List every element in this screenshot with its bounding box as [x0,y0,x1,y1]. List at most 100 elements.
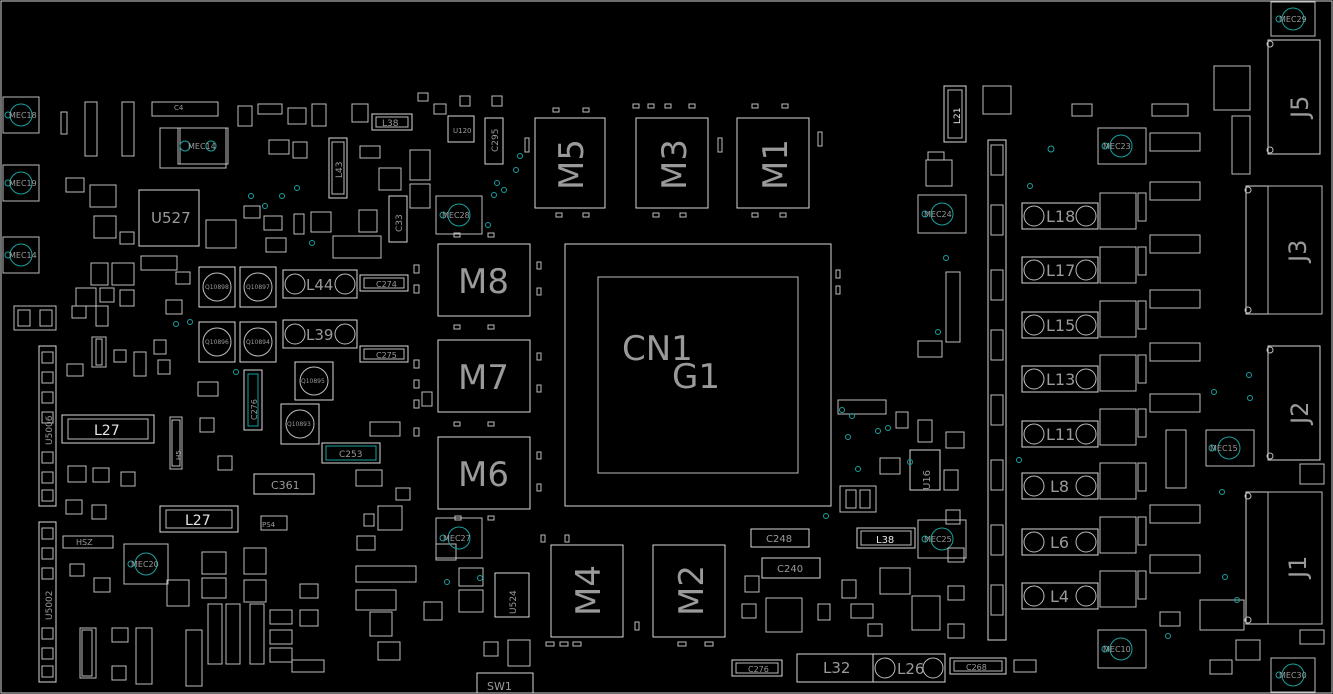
memory-chip-m3[interactable]: M3 [635,117,709,209]
svg-text:C248: C248 [766,534,792,545]
mec-hole-left-3: MEC14 [2,236,40,274]
cap-c276-bottom[interactable]: C276 [731,659,783,677]
memory-chip-m4[interactable]: M4 [550,544,624,638]
memory-chip-m2[interactable]: M2 [652,544,726,638]
svg-text:Q10896: Q10896 [205,339,229,346]
inductor-l43[interactable]: L43 [328,137,348,199]
svg-text:L13: L13 [1046,370,1075,389]
svg-text:C276: C276 [250,399,259,420]
svg-text:M2: M2 [672,565,712,616]
cap-c295[interactable]: C295 [484,117,504,165]
inductor-l11[interactable]: L11 [1021,420,1099,448]
inductor-l15[interactable]: L15 [1021,311,1099,339]
cap-c276-left[interactable]: C276 [243,369,263,431]
inductor-l6[interactable]: L6 [1021,528,1099,556]
svg-text:MEC30: MEC30 [1279,671,1307,680]
svg-text:L32: L32 [823,659,850,677]
label-ps4: PS4 [262,521,276,529]
inductor-l17[interactable]: L17 [1021,256,1099,284]
svg-text:C274: C274 [376,280,397,289]
inductor-pad-q10896: Q10896 [198,321,236,363]
svg-text:L27: L27 [185,513,211,529]
svg-text:L8: L8 [1050,477,1069,496]
connector-j2[interactable]: J2 [1266,345,1321,461]
inductor-l44[interactable]: L44 [282,269,358,299]
svg-text:C361: C361 [271,479,300,492]
inductor-l38-top[interactable]: L38 [371,113,413,131]
svg-text:U5006: U5006 [45,415,55,445]
memory-chip-m7[interactable]: M7 [437,339,531,413]
svg-text:C240: C240 [777,564,803,575]
mec-hole-23: MEC23 [1097,127,1147,165]
left-connector-u5006[interactable]: U5006 [38,345,57,507]
memory-chip-m1[interactable]: M1 [736,117,810,209]
inductor-l39[interactable]: L39 [282,319,358,349]
inductor-pad-q10897: Q10897 [239,266,277,308]
svg-text:U524: U524 [509,590,519,614]
mec-hole-left-2: MEC19 [2,164,40,202]
left-connector-u5002[interactable]: U5002 [38,521,57,683]
memory-chip-m6[interactable]: M6 [437,436,531,510]
cap-c253[interactable]: C253 [321,442,381,464]
chip-u524[interactable]: U524 [494,572,530,618]
svg-text:J5: J5 [1286,96,1314,120]
connector-j5[interactable]: J5 [1266,39,1321,155]
inductor-l13[interactable]: L13 [1021,365,1099,393]
memory-chip-m5[interactable]: M5 [534,117,606,209]
inductor-pad-q10895: Q10895 [294,361,334,401]
svg-text:C275: C275 [376,351,397,360]
inductor-l21[interactable]: L21 [943,85,967,143]
svg-text:L4: L4 [1050,587,1069,606]
svg-text:MEC23: MEC23 [1103,142,1131,151]
inductor-l38-bottom[interactable]: L38 [856,527,916,549]
mec-hole-28: MEC28 [435,195,483,235]
inductor-l4[interactable]: L4 [1021,582,1099,610]
mec-hole-left-1: MEC18 [2,96,40,134]
chip-u527[interactable]: U527 [138,189,200,247]
svg-text:MEC14: MEC14 [9,251,37,260]
inductor-l26[interactable]: L26 [872,653,946,683]
mec-hole-15: MEC15 [1205,429,1255,467]
main-chip-label: CN1 [622,329,693,369]
switch-sw1[interactable]: SW1 [476,672,534,694]
inductor-pad-q10893: Q10893 [280,403,320,445]
main-chip[interactable]: CN1 G1 [564,243,832,507]
svg-text:Q10893: Q10893 [287,421,311,428]
svg-text:M5: M5 [552,139,592,190]
memory-chip-m8[interactable]: M8 [437,243,531,317]
connector-j3[interactable]: J3 [1244,185,1323,315]
inductor-pad-q10894: Q10894 [239,321,277,363]
inductor-l32[interactable]: L32 [796,653,874,683]
label-h5: H5 [175,450,183,460]
svg-text:MEC10: MEC10 [1103,645,1131,654]
svg-text:Q10895: Q10895 [301,378,325,385]
cap-c33[interactable]: C33 [388,195,408,243]
cap-c361[interactable]: C361 [253,473,315,495]
mec-hole-25: MEC25 [917,519,967,559]
chip-u16[interactable]: U16 [909,449,941,491]
svg-text:J1: J1 [1284,556,1312,580]
cap-c275[interactable]: C275 [359,345,409,363]
inductor-l27-a[interactable]: L27 [61,414,155,444]
cap-c240[interactable]: C240 [761,557,821,579]
svg-text:MEC18: MEC18 [9,111,37,120]
label-hsz: HSZ [76,538,93,547]
svg-text:MEC14: MEC14 [188,142,216,151]
cap-c274[interactable]: C274 [359,274,409,292]
svg-text:U120: U120 [453,127,471,135]
svg-text:C276: C276 [748,665,769,674]
svg-text:C33: C33 [395,214,405,232]
svg-text:L38: L38 [876,535,894,546]
center-small-parts [741,271,1037,673]
inductor-l27-b[interactable]: L27 [159,505,239,533]
connector-j1[interactable]: J1 [1244,491,1323,625]
svg-text:Q10894: Q10894 [246,339,270,346]
cap-c268[interactable]: C268 [949,657,1007,675]
inductor-l8[interactable]: L8 [1021,472,1099,500]
inductor-l18[interactable]: L18 [1021,202,1099,230]
cap-c248[interactable]: C248 [750,528,810,548]
svg-text:M6: M6 [458,455,509,495]
svg-text:MEC28: MEC28 [442,211,470,220]
